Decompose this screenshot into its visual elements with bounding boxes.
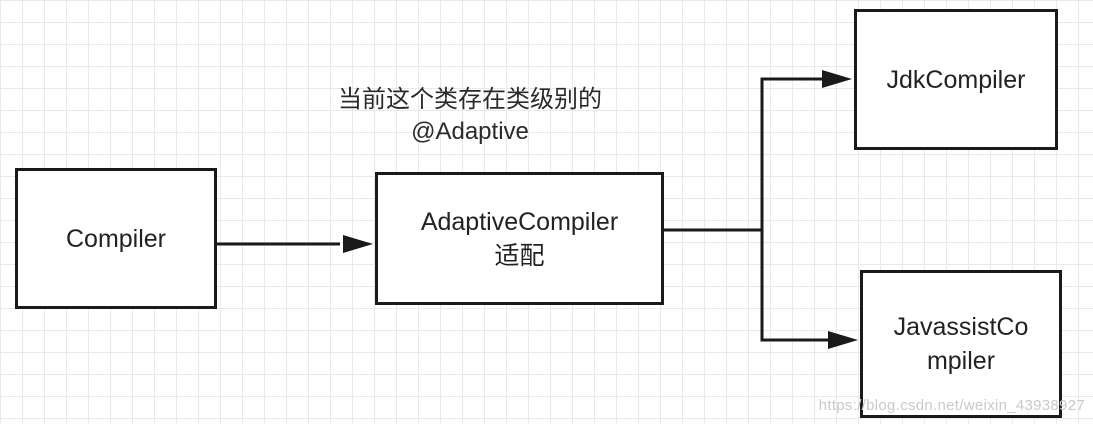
adaptive-compiler-sublabel: 适配 xyxy=(494,241,545,270)
edge-adaptive-to-javassist xyxy=(760,230,828,342)
adaptive-compiler-label: AdaptiveCompiler xyxy=(420,207,619,236)
jdk-compiler-label: JdkCompiler xyxy=(886,65,1026,94)
annotation-line-1: 当前这个类存在类级别的 xyxy=(338,86,602,113)
jdk-compiler-node: JdkCompiler xyxy=(854,9,1058,150)
javassist-compiler-label-line-1: JavassistCo xyxy=(893,313,1029,341)
arrowhead-to-adaptive xyxy=(343,235,373,253)
arrowhead-to-jdk xyxy=(822,70,852,88)
adaptive-annotation: 当前这个类存在类级别的 @Adaptive xyxy=(300,84,640,148)
javassist-compiler-label-line-2: mpiler xyxy=(926,347,996,375)
adaptive-compiler-node: AdaptiveCompiler 适配 xyxy=(375,172,664,305)
compiler-label: Compiler xyxy=(65,224,167,253)
annotation-line-2: @Adaptive xyxy=(411,118,529,145)
arrowhead-to-javassist xyxy=(828,331,858,349)
edge-adaptive-to-jdk xyxy=(664,77,822,232)
javassist-compiler-node: JavassistCo mpiler xyxy=(860,270,1062,418)
compiler-node: Compiler xyxy=(15,168,217,309)
source-watermark: https://blog.csdn.net/weixin_43938927 xyxy=(818,397,1085,414)
